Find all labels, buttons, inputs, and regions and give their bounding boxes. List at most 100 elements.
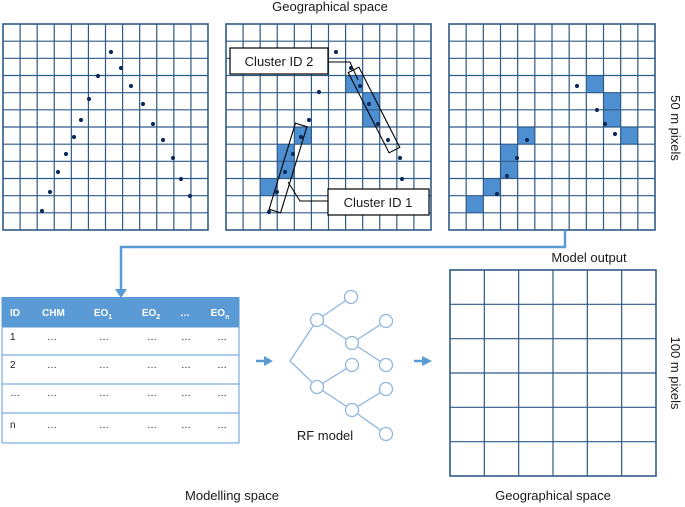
grid1-point bbox=[71, 134, 77, 140]
grid3-point bbox=[514, 155, 520, 161]
grid2-point bbox=[399, 176, 405, 182]
table-cell: 1 bbox=[10, 332, 16, 343]
grid1-point bbox=[128, 83, 134, 89]
tree-edge bbox=[289, 319, 318, 362]
grid1-point bbox=[140, 101, 146, 107]
tree-node bbox=[309, 312, 325, 328]
table-cell: … bbox=[181, 420, 191, 431]
grid2-point bbox=[290, 151, 296, 157]
table-cell: 2 bbox=[10, 360, 16, 371]
grid2-point bbox=[397, 155, 403, 161]
grid2-point bbox=[375, 121, 381, 127]
grid3-point bbox=[574, 83, 580, 89]
table-cell: … bbox=[147, 360, 157, 371]
grid2-point bbox=[266, 209, 272, 215]
grid3-highlight-cell bbox=[620, 127, 638, 145]
model-to-output-arrow bbox=[414, 356, 432, 366]
table-cell: … bbox=[47, 332, 57, 343]
tree-node bbox=[378, 426, 394, 442]
feedback-flow-arrowhead bbox=[115, 289, 127, 298]
grid3-highlight-cell bbox=[586, 75, 604, 93]
grid3-highlight-cell bbox=[500, 144, 518, 162]
grid1-point bbox=[55, 169, 61, 175]
grid3-highlight-cell bbox=[483, 178, 501, 196]
table-cell: … bbox=[217, 420, 227, 431]
table-header-cell: CHM bbox=[42, 308, 65, 319]
grid2-point bbox=[274, 189, 280, 195]
grid2-point bbox=[316, 89, 322, 95]
grid1-point bbox=[170, 155, 176, 161]
cluster-1-leader bbox=[287, 181, 328, 202]
tree-node bbox=[309, 379, 325, 395]
grid2-point bbox=[298, 134, 304, 140]
table-cell: … bbox=[181, 360, 191, 371]
pixels-50m-label: 50 m pixels bbox=[668, 95, 683, 161]
grid3-point bbox=[602, 121, 608, 127]
grid2-highlight-cell bbox=[260, 178, 278, 196]
grid2-highlight-cell bbox=[277, 144, 295, 162]
grid3-highlight-cell bbox=[466, 195, 484, 213]
table-cell: … bbox=[147, 388, 157, 399]
table-cell: … bbox=[181, 388, 191, 399]
cluster-1-callout bbox=[327, 188, 430, 216]
grid3-highlight-cell bbox=[500, 161, 518, 179]
table-header-row bbox=[2, 297, 239, 327]
grid1-point bbox=[63, 151, 69, 157]
tree-node bbox=[343, 289, 359, 305]
tree-node bbox=[378, 381, 394, 397]
tree-node bbox=[344, 335, 360, 351]
tree-node bbox=[344, 357, 360, 373]
table-cell: … bbox=[47, 388, 57, 399]
geographical-space-bottom-label: Geographical space bbox=[495, 488, 611, 503]
modelling-space-label: Modelling space bbox=[185, 488, 279, 503]
rf-model-label: RF model bbox=[297, 428, 353, 443]
table-header-cell: … bbox=[180, 308, 190, 319]
cluster-1-label: Cluster ID 1 bbox=[344, 195, 413, 210]
table-cell: … bbox=[217, 332, 227, 343]
random-forest-tree bbox=[289, 289, 394, 442]
model-output-label: Model output bbox=[551, 250, 627, 265]
grid3-point bbox=[524, 137, 530, 143]
grid1-point bbox=[78, 117, 84, 123]
grid3-highlight-cell bbox=[517, 127, 535, 145]
pixels-100m-label: 100 m pixels bbox=[668, 337, 683, 410]
table-cell: … bbox=[99, 388, 109, 399]
feedback-flow-line bbox=[119, 230, 567, 290]
table-cell: … bbox=[99, 420, 109, 431]
grid1-point bbox=[86, 96, 92, 102]
table-header-cell: EO2 bbox=[142, 308, 160, 321]
grid1-point bbox=[187, 193, 193, 199]
grid1-point bbox=[108, 49, 114, 55]
grid3-highlight-cell bbox=[603, 109, 621, 127]
cluster-1-outline bbox=[268, 122, 308, 214]
grid1-point bbox=[150, 121, 156, 127]
table-cell: … bbox=[99, 332, 109, 343]
grid1-point bbox=[178, 176, 184, 182]
tree-node bbox=[378, 313, 394, 329]
tree-node bbox=[378, 357, 394, 373]
table-cell: … bbox=[47, 420, 57, 431]
table-cell: … bbox=[181, 332, 191, 343]
grid2-point bbox=[333, 49, 339, 55]
grid1-point bbox=[118, 65, 124, 71]
grid-panel-1 bbox=[2, 23, 209, 231]
table-cell: … bbox=[99, 360, 109, 371]
output-grid bbox=[449, 269, 657, 477]
table-cell: … bbox=[217, 360, 227, 371]
grid1-point bbox=[39, 208, 45, 214]
grid-panel-2: Cluster ID 2 Cluster ID 1 bbox=[225, 23, 432, 231]
table-header-cell: EO1 bbox=[94, 308, 112, 321]
grid2-highlight-cell bbox=[362, 92, 380, 110]
table-cell: … bbox=[10, 388, 20, 399]
grid3-point bbox=[504, 173, 510, 179]
table-cell: … bbox=[147, 332, 157, 343]
table-cell: … bbox=[147, 420, 157, 431]
grid3-highlight-cell bbox=[603, 92, 621, 110]
grid3-point bbox=[494, 191, 500, 197]
cluster-2-label: Cluster ID 2 bbox=[245, 54, 314, 69]
table-cell: … bbox=[217, 388, 227, 399]
grid1-point bbox=[95, 73, 101, 79]
grid2-point bbox=[282, 169, 288, 175]
grid-panel-3 bbox=[448, 23, 656, 231]
